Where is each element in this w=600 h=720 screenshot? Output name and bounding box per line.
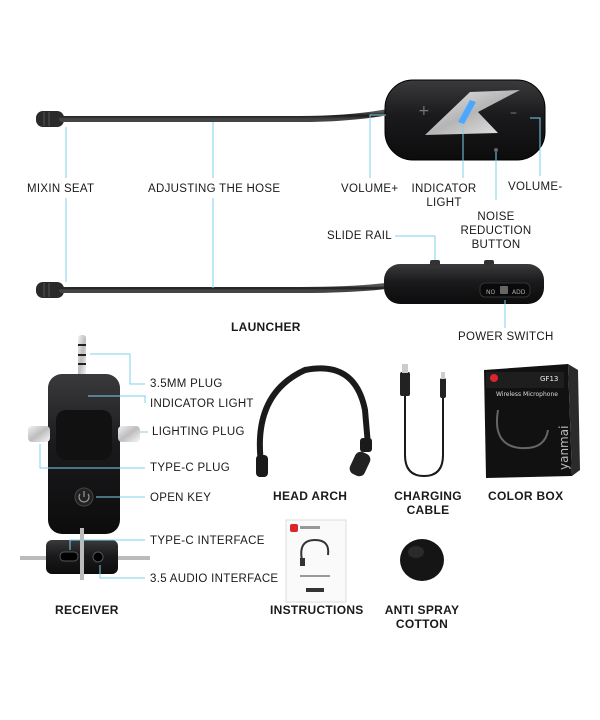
box-title: Wireless Microphone xyxy=(496,391,558,398)
anti-spray-cotton-image xyxy=(400,539,444,581)
callouts-receiver xyxy=(39,353,148,498)
gooseneck-hose-bottom xyxy=(59,283,389,293)
box-model: GF13 xyxy=(540,375,558,383)
minus-mark: – xyxy=(510,105,517,121)
switch-off-label: NO xyxy=(486,289,495,296)
label-instructions: INSTRUCTIONS xyxy=(270,603,364,617)
label-power-switch: POWER SWITCH xyxy=(458,331,554,343)
mic-head-bottom xyxy=(36,282,64,298)
mic-head-top xyxy=(36,111,64,127)
indicator-light-blue xyxy=(458,100,476,124)
label-noise-line3: BUTTON xyxy=(471,239,521,251)
label-noise-line2: REDUCTION xyxy=(460,225,532,237)
label-charging-cable: CHARGING CABLE xyxy=(388,489,468,517)
lightning-plug-left xyxy=(28,426,50,442)
label-indicator-line1: INDICATOR xyxy=(411,183,477,195)
box-brand: yanmai xyxy=(557,426,571,470)
label-lighting-plug: LIGHTING PLUG xyxy=(152,426,245,438)
label-noise-reduction: NOISE REDUCTION BUTTON xyxy=(456,210,536,252)
label-indicator-light-receiver: INDICATOR LIGHT xyxy=(150,398,254,410)
color-box-image: GF13 Wireless Microphone yanmai xyxy=(484,364,580,478)
launcher-front-view: + – xyxy=(36,79,546,161)
audio-port xyxy=(92,551,104,563)
label-mixin-seat: MIXIN SEAT xyxy=(27,183,95,195)
noise-button-dot xyxy=(494,148,498,152)
label-volume-plus: VOLUME+ xyxy=(341,183,399,195)
label-noise-line1: NOISE xyxy=(477,211,515,223)
callouts-launcher-top xyxy=(65,114,541,200)
plus-mark: + xyxy=(418,103,430,119)
label-typec-plug: TYPE-C PLUG xyxy=(150,462,230,474)
receiver-device xyxy=(28,335,140,534)
box-logo xyxy=(490,374,498,382)
label-anti-line2: COTTON xyxy=(395,617,449,631)
typec-port xyxy=(59,551,79,562)
label-anti-line1: ANTI SPRAY xyxy=(384,603,460,617)
label-anti-spray-cotton: ANTI SPRAY COTTON xyxy=(380,603,464,631)
label-adjusting-hose: ADJUSTING THE HOSE xyxy=(148,183,281,195)
callouts-launcher-bottom xyxy=(65,198,506,328)
label-head-arch: HEAD ARCH xyxy=(273,489,348,503)
label-open-key: OPEN KEY xyxy=(150,492,212,504)
label-slide-rail: SLIDE RAIL xyxy=(327,230,392,242)
gooseneck-hose-top xyxy=(59,109,391,122)
instructions-image xyxy=(285,519,347,603)
label-launcher: LAUNCHER xyxy=(231,320,301,334)
label-indicator-line2: LIGHT xyxy=(426,197,462,209)
label-color-box: COLOR BOX xyxy=(488,489,564,503)
label-receiver: RECEIVER xyxy=(55,603,119,617)
label-audio-interface: 3.5 AUDIO INTERFACE xyxy=(150,573,279,585)
charging-cable-image xyxy=(400,364,446,478)
label-charging-line1: CHARGING xyxy=(394,489,462,503)
label-typec-interface: TYPE-C INTERFACE xyxy=(150,535,265,547)
typec-plug-right xyxy=(118,426,140,442)
head-arch-image xyxy=(256,365,372,477)
switch-on-label: ADD xyxy=(512,289,526,296)
receiver-bottom-view xyxy=(20,528,150,580)
label-indicator-light: INDICATOR LIGHT xyxy=(408,182,480,210)
label-volume-minus: VOLUME- xyxy=(508,181,563,193)
silver-trim xyxy=(425,90,520,135)
label-charging-line2: CABLE xyxy=(406,503,450,517)
launcher-side-view: NO ADD xyxy=(36,260,544,304)
label-35mm-plug: 3.5MM PLUG xyxy=(150,378,223,390)
